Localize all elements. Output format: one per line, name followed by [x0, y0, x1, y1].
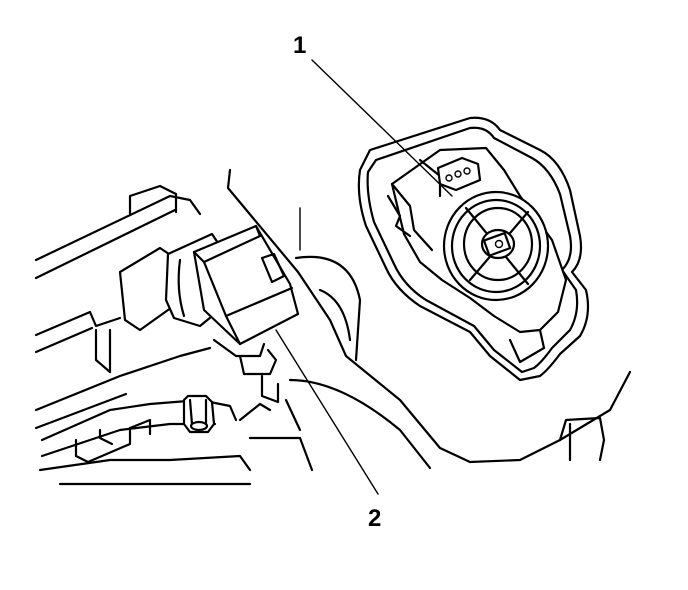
- background-panel: [226, 168, 632, 470]
- sensor-mounting-boss: [357, 116, 590, 382]
- callout-label-2: 2: [368, 505, 382, 532]
- sensor-connector: [164, 224, 300, 404]
- leader-line-1: [311, 59, 453, 197]
- fastener-nut: [182, 394, 216, 434]
- callout-label-1: 1: [293, 32, 307, 59]
- leader-lines: [275, 59, 453, 495]
- mounting-rail: [34, 184, 314, 486]
- leader-line-2: [275, 329, 379, 495]
